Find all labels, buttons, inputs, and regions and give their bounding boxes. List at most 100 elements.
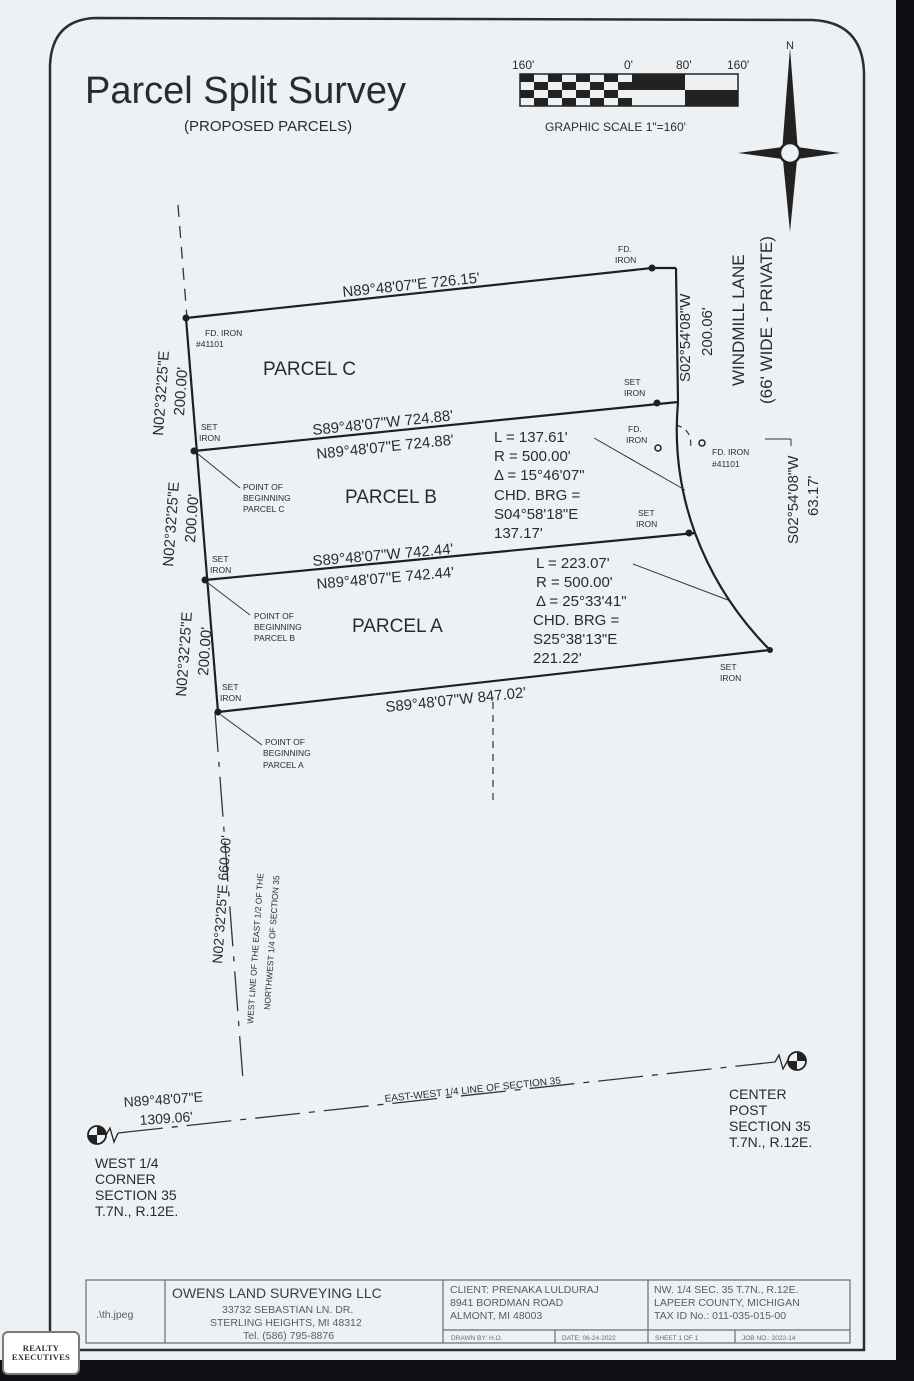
road-name: WINDMILL LANE	[729, 254, 748, 386]
road-centerline-dashed	[675, 424, 692, 451]
west-quarter-corner-icon	[87, 1125, 119, 1145]
bearing-west-line-a: N02°32'25"E	[173, 611, 196, 697]
page-subtitle: (PROPOSED PARCELS)	[184, 118, 352, 135]
titleblock-file: .\th.jpeg	[96, 1309, 134, 1321]
distance-east-line-c: 200.06'	[699, 307, 716, 356]
west-corner-line2: CORNER	[95, 1171, 156, 1187]
center-post-line4: T.7N., R.12E.	[729, 1134, 812, 1150]
bearing-west-line-b: N02°32'25"E	[160, 481, 183, 567]
west-corner-line4: T.7N., R.12E.	[95, 1203, 178, 1219]
bearing-north-line-c: N89°48'07"E 726.15'	[342, 270, 481, 301]
road-width: (66' WIDE - PRIVATE)	[757, 236, 776, 404]
titleblock-drawn-by: DRAWN BY: H.O.	[451, 1335, 503, 1342]
set-iron-e1-label: SET	[624, 377, 641, 387]
set-iron-a-label: SET	[222, 682, 239, 692]
scale-caption: GRAPHIC SCALE 1"=160'	[545, 120, 686, 134]
set-iron-c-label-2: IRON	[199, 433, 220, 443]
center-post-line2: POST	[729, 1102, 768, 1118]
fd-iron-ne-label-2: IRON	[615, 255, 636, 265]
center-post-corner-icon	[774, 1051, 807, 1071]
west-corner-line3: SECTION 35	[95, 1187, 177, 1203]
pob-a-line1: POINT OF	[265, 737, 305, 747]
fd-iron-road-label: FD. IRON	[712, 447, 749, 457]
found-iron-open-2	[698, 439, 706, 447]
set-iron-a-label-2: IRON	[220, 693, 241, 703]
titleblock-client-address: 8941 BORDMAN ROAD	[450, 1297, 564, 1309]
west-corner-line1: WEST 1/4	[95, 1155, 159, 1171]
pob-b-line1: POINT OF	[254, 611, 294, 621]
titleblock-company: OWENS LAND SURVEYING LLC	[172, 1285, 382, 1301]
sheet-border	[48, 16, 866, 1352]
titleblock-address2: STERLING HEIGHTS, MI 48312	[210, 1317, 362, 1329]
curve-a-delta: Δ = 25°33'41"	[536, 593, 627, 610]
found-iron-open-1	[654, 444, 662, 452]
set-iron-e2-label: SET	[638, 508, 655, 518]
scale-label-160-right: 160'	[727, 58, 749, 72]
curve-b-chord-label: CHD. BRG =	[494, 487, 581, 504]
set-iron-e1-label-2: IRON	[624, 388, 645, 398]
north-arrow-icon	[738, 48, 840, 232]
fd-iron-road-number: #41101	[712, 459, 740, 469]
curve-b-radius: R = 500.00'	[494, 448, 571, 465]
parcel-b-label: PARCEL B	[345, 487, 437, 508]
curve-a-radius: R = 500.00'	[536, 574, 613, 591]
leader-lines	[197, 437, 792, 746]
set-iron-e2-label-2: IRON	[636, 519, 657, 529]
west-line-description-2: NORTHWEST 1/4 OF SECTION 35	[262, 875, 281, 1010]
scale-label-0: 0'	[624, 58, 633, 72]
curve-a-chord-bearing: S25°38'13"E	[533, 631, 617, 648]
fd-iron-nw-number: #41101	[196, 339, 224, 349]
bearing-road-segment: S02°54'08"W	[785, 455, 802, 544]
distance-quarter-line: 1309.06'	[139, 1108, 193, 1128]
titleblock-phone: Tel. (586) 795-8876	[243, 1330, 334, 1342]
titleblock-location: NW. 1/4 SEC. 35 T.7N., R.12E.	[654, 1284, 799, 1296]
page-title: Parcel Split Survey	[85, 70, 406, 112]
bearing-west-line-section: N02°32'25"E 660.00'	[209, 835, 234, 965]
north-label: N	[786, 40, 794, 52]
parcel-c-label: PARCEL C	[263, 359, 356, 380]
distance-west-line-b: 200.00'	[182, 493, 202, 543]
pob-b-line3: PARCEL B	[254, 633, 295, 643]
titleblock-client-city: ALMONT, MI 48003	[450, 1310, 542, 1322]
title-block	[85, 1279, 851, 1344]
set-iron-se-label-2: IRON	[720, 673, 741, 683]
distance-west-line-c: 200.00'	[171, 366, 191, 416]
quarter-section-line	[117, 1061, 776, 1134]
center-post-line1: CENTER	[729, 1086, 787, 1102]
bearing-south-line-a: S89°48'07"W 847.02'	[385, 684, 527, 716]
west-line-dashed-north	[177, 204, 188, 319]
set-iron-b-label: SET	[212, 554, 229, 564]
graphic-scale	[519, 73, 739, 107]
fd-iron-mid-label: FD.	[628, 424, 642, 434]
set-iron-se-label: SET	[720, 662, 737, 672]
fd-iron-nw-label: FD. IRON	[205, 328, 242, 338]
titleblock-date: DATE: 06-24-2022	[562, 1335, 616, 1342]
curve-a-length: L = 223.07'	[536, 555, 610, 572]
fd-iron-mid-label-2: IRON	[626, 435, 647, 445]
pob-c-line1: POINT OF	[243, 482, 283, 492]
monument-markers	[182, 264, 773, 716]
distance-road-segment: 63.17'	[805, 475, 822, 516]
titleblock-client: CLIENT: PRENAKA LULDURAJ	[450, 1284, 599, 1296]
titleblock-tax-id: TAX ID No.: 011-035-015-00	[654, 1310, 786, 1322]
pob-c-line3: PARCEL C	[243, 504, 285, 514]
west-line-dashed-south	[214, 711, 244, 1081]
curve-a-chord-length: 221.22'	[533, 650, 582, 667]
fd-iron-ne-label: FD.	[618, 244, 632, 254]
monitor-bezel	[896, 0, 914, 1381]
distance-west-line-a: 200.00'	[195, 626, 215, 676]
pob-c-line2: BEGINNING	[243, 493, 291, 503]
curve-b-chord-bearing: S04°58'18"E	[494, 506, 578, 523]
titleblock-county: LAPEER COUNTY, MICHIGAN	[654, 1297, 800, 1309]
realty-executives-logo: REALTY EXECUTIVES	[2, 1331, 80, 1375]
set-iron-c-label: SET	[201, 422, 218, 432]
bearing-east-line-c: S02°54'08"W	[677, 293, 694, 382]
logo-line1: REALTY	[22, 1343, 60, 1353]
scale-label-80: 80'	[676, 58, 692, 72]
parcel-a-label: PARCEL A	[352, 616, 443, 637]
survey-drawing: Parcel Split Survey (PROPOSED PARCELS) 1…	[48, 16, 866, 1352]
bearing-quarter-line: N89°48'07"E	[123, 1088, 203, 1110]
bearing-west-line-c: N02°32'25"E	[150, 350, 173, 436]
curve-b-length: L = 137.61'	[494, 429, 568, 446]
scale-label-160-left: 160'	[512, 58, 534, 72]
